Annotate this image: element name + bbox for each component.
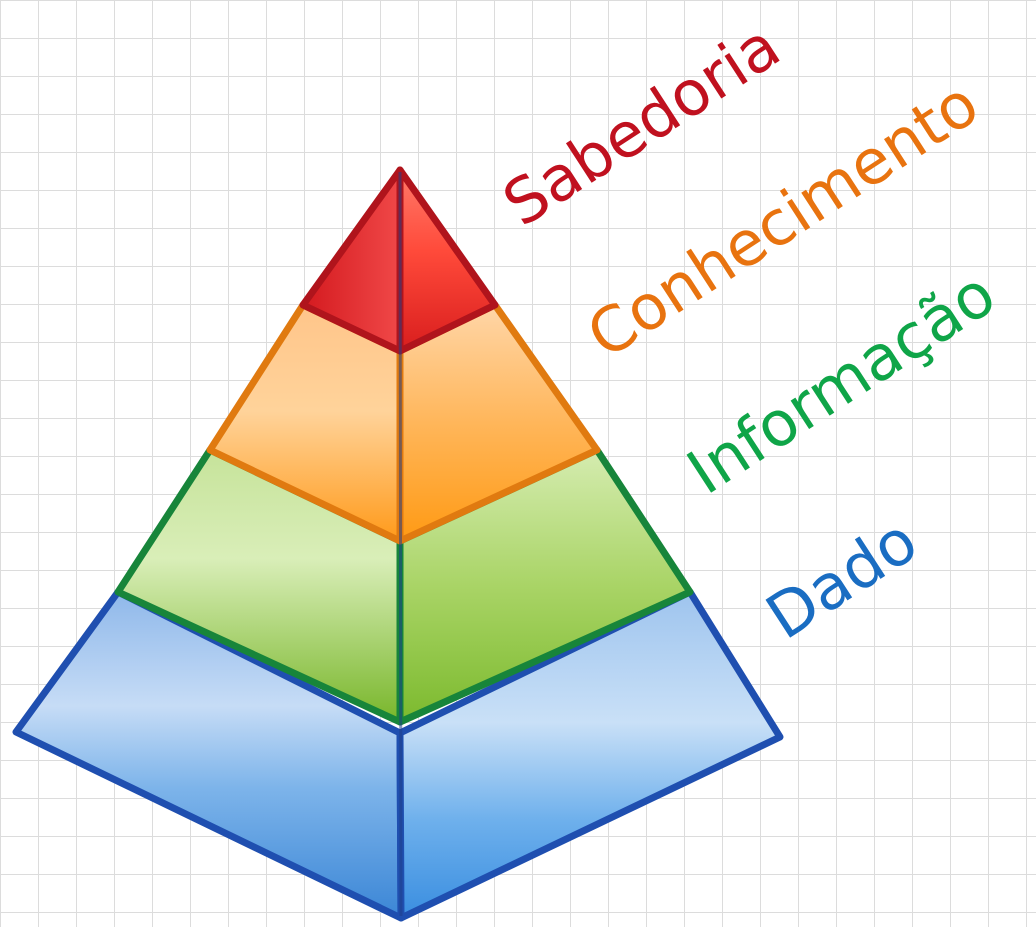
pyramid-level-sabedoria [299, 166, 499, 355]
pyramid-center-ridge [398, 171, 403, 917]
label-dado: Dado [753, 504, 929, 654]
